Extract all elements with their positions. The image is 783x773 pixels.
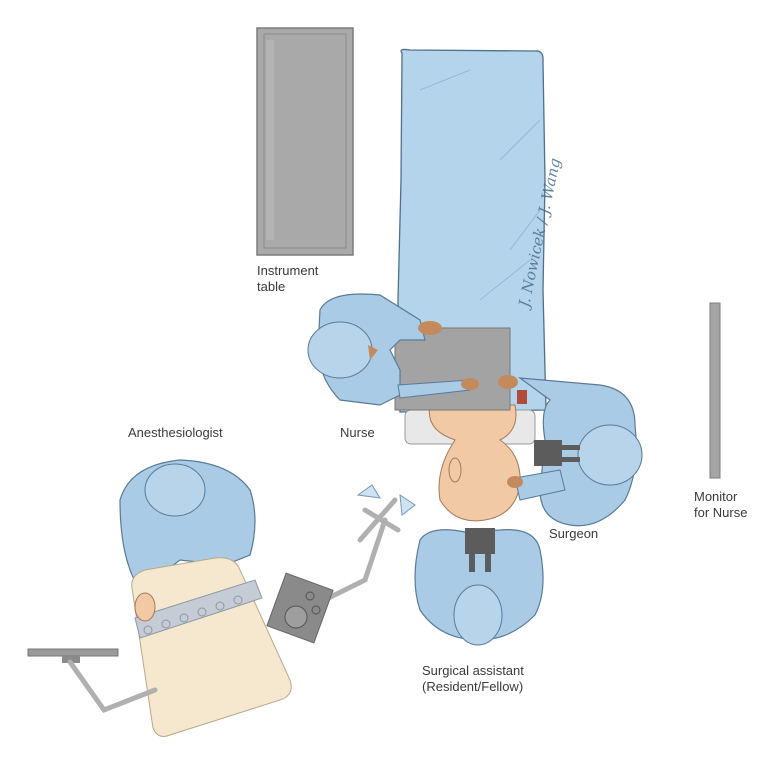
nurse-monitor xyxy=(709,302,721,479)
control-panel xyxy=(266,572,334,644)
patient-head xyxy=(428,390,527,522)
instrument-table xyxy=(256,27,354,256)
surgical-light-right xyxy=(399,493,416,516)
label-instrument-table: Instrument table xyxy=(257,263,319,294)
anesthesia-drape xyxy=(131,557,292,737)
label-anesthesiologist: Anesthesiologist xyxy=(128,425,223,440)
label-surgeon: Surgeon xyxy=(549,526,599,541)
surgical-light-left xyxy=(356,484,381,499)
label-surgical-assistant: Surgical assistant (Resident/Fellow) xyxy=(422,663,524,694)
label-nurse: Nurse xyxy=(340,425,375,440)
label-monitor-for-nurse: Monitor for Nurse xyxy=(694,489,748,520)
nurse-figure xyxy=(307,293,479,406)
surgeon-figure xyxy=(498,375,643,527)
surgical-assistant-figure xyxy=(414,528,544,646)
operating-table-drape xyxy=(397,48,547,413)
anesthesia-arm xyxy=(27,648,158,714)
